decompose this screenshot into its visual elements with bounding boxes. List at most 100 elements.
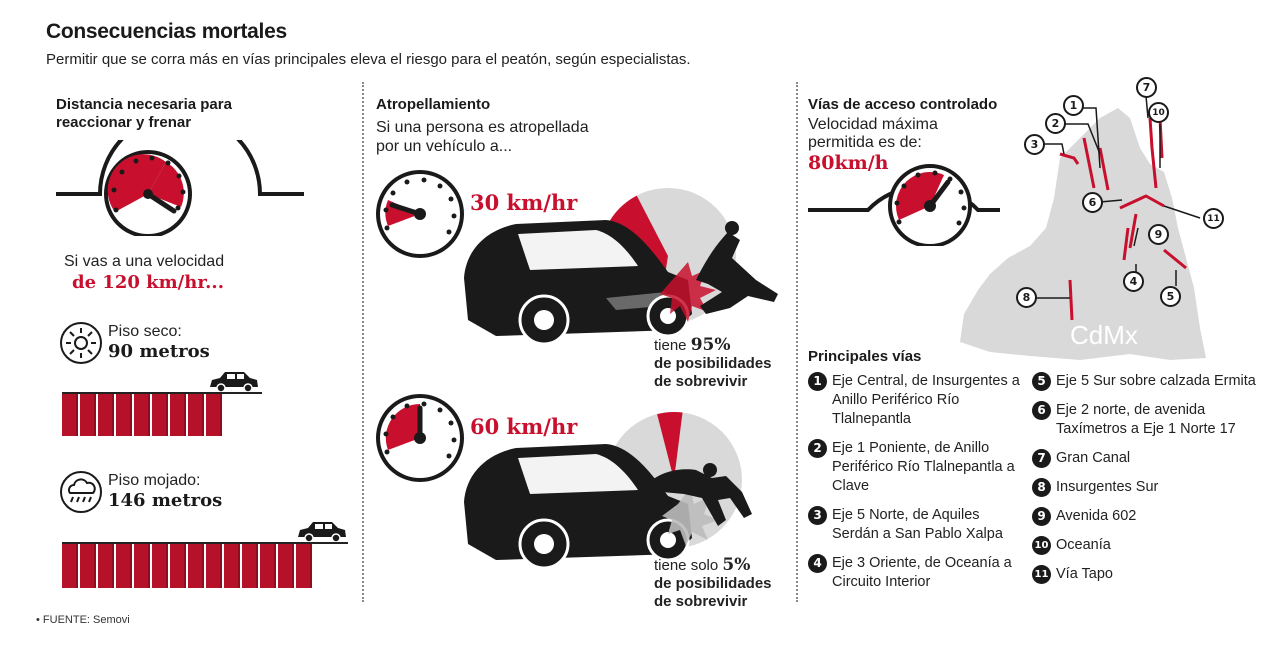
braking-heading: Distancia necesaria para reaccionar y fr… bbox=[56, 96, 232, 132]
route-number-badge: 7 bbox=[1032, 449, 1051, 468]
pedestrian-heading: Atropellamiento bbox=[376, 96, 491, 113]
map-marker-2: 2 bbox=[1045, 113, 1066, 134]
case1-line2: de posibilidades bbox=[654, 355, 772, 372]
distance-bar-segment bbox=[80, 544, 96, 588]
route-text: Eje 1 Poniente, de Anillo Periférico Río… bbox=[832, 440, 1015, 494]
route-text: Gran Canal bbox=[1056, 450, 1131, 466]
sun-icon bbox=[60, 322, 102, 364]
page-subtitle: Permitir que se corra más en vías princi… bbox=[46, 51, 691, 68]
max-speed-intro-line2: permitida es de: bbox=[808, 134, 922, 151]
dry-label: Piso seco: bbox=[108, 323, 182, 340]
rain-cloud-icon bbox=[60, 471, 102, 513]
braking-heading-line2: reaccionar y frenar bbox=[56, 114, 192, 131]
max-speed-intro-line1: Velocidad máxima bbox=[808, 116, 938, 133]
map-marker-5: 5 bbox=[1160, 286, 1181, 307]
braking-heading-line1: Distancia necesaria para bbox=[56, 96, 232, 113]
case1-prefix: tiene bbox=[654, 337, 687, 354]
car-case1-icon bbox=[464, 220, 778, 346]
distance-bar-segment bbox=[62, 394, 78, 436]
car-case2-icon bbox=[464, 444, 752, 570]
pedestrian-intro: Si una persona es atropellada por un veh… bbox=[376, 118, 589, 156]
dry-road bbox=[62, 392, 262, 394]
controlled-access-heading: Vías de acceso controlado bbox=[808, 96, 998, 113]
route-number-badge: 4 bbox=[808, 554, 827, 573]
map-marker-4: 4 bbox=[1123, 271, 1144, 292]
speedometer-30-icon bbox=[376, 170, 464, 258]
route-number-badge: 10 bbox=[1032, 536, 1051, 555]
route-number-badge: 6 bbox=[1032, 401, 1051, 420]
distance-bar-segment bbox=[242, 544, 258, 588]
case1-percent: 95% bbox=[690, 335, 731, 355]
pedestrian-intro-line1: Si una persona es atropellada bbox=[376, 119, 589, 136]
route-number-badge: 2 bbox=[808, 439, 827, 458]
source-note: • FUENTE: Semovi bbox=[36, 614, 130, 626]
dry-distance-bars bbox=[62, 394, 222, 436]
distance-bar-segment bbox=[116, 544, 132, 588]
distance-bar-segment bbox=[152, 544, 168, 588]
route-number-badge: 8 bbox=[1032, 478, 1051, 497]
distance-bar-segment bbox=[224, 544, 240, 588]
distance-bar-segment bbox=[134, 544, 150, 588]
wet-label: Piso mojado: bbox=[108, 472, 201, 489]
route-number-badge: 11 bbox=[1032, 565, 1051, 584]
speed-value: de 120 km/hr... bbox=[72, 272, 224, 293]
distance-bar-segment bbox=[116, 394, 132, 436]
route-item: 1 Eje Central, de Insurgentes a Anillo Pe… bbox=[808, 372, 1022, 429]
route-number-badge: 1 bbox=[808, 372, 827, 391]
speedometer-60-icon bbox=[376, 394, 464, 482]
distance-bar-segment bbox=[170, 394, 186, 436]
max-speed-intro: Velocidad máxima permitida es de: bbox=[808, 116, 938, 152]
case1-speed: 30 km/hr bbox=[470, 190, 578, 215]
dry-value: 90 metros bbox=[108, 341, 210, 362]
pedestrian-intro-line2: por un vehículo a... bbox=[376, 138, 513, 155]
route-item: 5 Eje 5 Sur sobre calzada Ermita bbox=[1032, 372, 1262, 391]
map-marker-10: 10 bbox=[1148, 102, 1169, 123]
case2-speed: 60 km/hr bbox=[470, 414, 578, 439]
wet-road bbox=[62, 542, 348, 544]
route-text: Insurgentes Sur bbox=[1056, 479, 1159, 495]
distance-bar-segment bbox=[62, 544, 78, 588]
map-marker-8: 8 bbox=[1016, 287, 1037, 308]
distance-bar-segment bbox=[134, 394, 150, 436]
distance-bar-segment bbox=[80, 394, 96, 436]
route-item: 2 Eje 1 Poniente, de Anillo Periférico Rí… bbox=[808, 439, 1022, 496]
case1-result: tiene 95% de posibilidades de sobrevivir bbox=[654, 336, 772, 391]
wet-value: 146 metros bbox=[108, 490, 223, 511]
distance-bar-segment bbox=[98, 544, 114, 588]
distance-bar-segment bbox=[206, 544, 222, 588]
distance-bar-segment bbox=[170, 544, 186, 588]
column-divider-1 bbox=[362, 82, 364, 602]
distance-bar-segment bbox=[260, 544, 276, 588]
small-car-wet-icon bbox=[298, 522, 346, 543]
route-text: Eje 2 norte, de avenida Taxímetros a Eje… bbox=[1056, 402, 1236, 437]
distance-bar-segment bbox=[152, 394, 168, 436]
case2-result: tiene solo 5% de posibilidades de sobrev… bbox=[654, 556, 772, 611]
case2-line3: de sobrevivir bbox=[654, 593, 748, 610]
map-label: CdMx bbox=[1070, 320, 1138, 350]
route-text: Eje 5 Sur sobre calzada Ermita bbox=[1056, 373, 1256, 389]
case2-line2: de posibilidades bbox=[654, 575, 772, 592]
case2-percent: 5% bbox=[722, 555, 751, 575]
map-marker-7: 7 bbox=[1136, 77, 1157, 98]
route-number-badge: 3 bbox=[808, 506, 827, 525]
route-number-badge: 5 bbox=[1032, 372, 1051, 391]
max-speed-value: 80km/h bbox=[808, 152, 889, 174]
map-marker-1: 1 bbox=[1063, 95, 1084, 116]
route-text: Avenida 602 bbox=[1056, 508, 1137, 524]
route-text: Oceanía bbox=[1056, 537, 1111, 553]
distance-bar-segment bbox=[278, 544, 294, 588]
case1-line3: de sobrevivir bbox=[654, 373, 748, 390]
map-marker-11: 11 bbox=[1203, 208, 1224, 229]
speedometer-120-icon bbox=[56, 140, 304, 236]
distance-bar-segment bbox=[188, 394, 204, 436]
route-text: Eje Central, de Insurgentes a Anillo Per… bbox=[832, 373, 1020, 427]
distance-bar-segment bbox=[206, 394, 222, 436]
map-marker-9: 9 bbox=[1148, 224, 1169, 245]
distance-bar-segment bbox=[296, 544, 312, 588]
routes-list-left: 1 Eje Central, de Insurgentes a Anillo Pe… bbox=[808, 372, 1022, 602]
column-divider-2 bbox=[796, 82, 798, 602]
route-item: 7 Gran Canal bbox=[1032, 449, 1262, 468]
distance-bar-segment bbox=[188, 544, 204, 588]
